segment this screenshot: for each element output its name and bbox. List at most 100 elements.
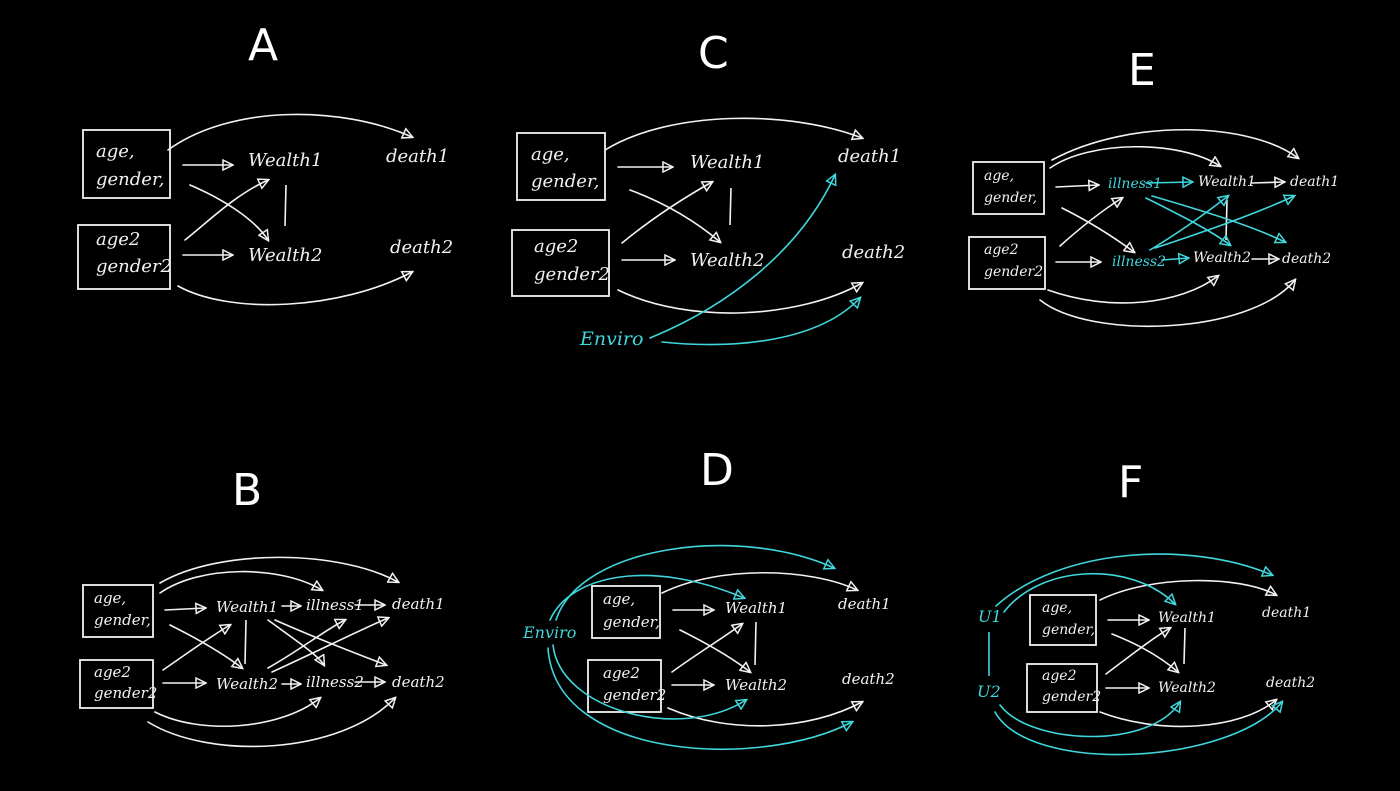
panel-e-edge-box1-wealth1 xyxy=(1049,145,1220,169)
panel-a-wealth-link xyxy=(284,184,287,227)
panel-e-edge-illness2-wealth2 xyxy=(1161,258,1188,260)
panel-d-box-1 xyxy=(591,585,661,639)
panel-b-illness1: illness1 xyxy=(306,596,364,614)
panel-a-gender1: gender, xyxy=(96,169,164,190)
panel-f-edge-u2-wealth2 xyxy=(999,702,1180,738)
panel-a-death1: death1 xyxy=(386,146,449,167)
panel-a-wealth2: Wealth2 xyxy=(248,245,322,266)
panel-a-age2: age2 xyxy=(96,229,140,250)
panel-f-box-1 xyxy=(1029,594,1097,646)
panel-c-wealth-link xyxy=(729,187,732,226)
panel-c-enviro: Enviro xyxy=(579,328,643,350)
panel-f-edge-u1-wealth1 xyxy=(1003,572,1175,613)
panel-c-age1: age, xyxy=(531,144,570,165)
panel-d-gender1: gender, xyxy=(603,613,660,631)
panel-d-death1: death1 xyxy=(838,595,891,613)
panel-d-wealth1: Wealth1 xyxy=(725,599,787,617)
panel-b-edge-box2-wealth1 xyxy=(162,625,230,671)
panel-e-gender1: gender, xyxy=(984,190,1037,206)
panel-f-box-2 xyxy=(1026,663,1098,713)
panel-f: F age, gender, age2 gender2 Wealth1 Weal… xyxy=(977,457,1315,756)
panel-e-edge-box1-illness1 xyxy=(1055,185,1098,187)
panel-e-edge-box2-death2 xyxy=(1039,280,1295,328)
panel-d-edge-box2-death2 xyxy=(667,702,862,727)
panel-c-age2: age2 xyxy=(534,236,578,257)
panel-f-u1: U1 xyxy=(978,607,1002,626)
panel-e-gender2: gender2 xyxy=(984,264,1043,280)
panel-e-edge-wealth1-death1 xyxy=(1251,182,1284,183)
panel-a-letter: A xyxy=(248,20,278,71)
panel-f-edge-u2-death2 xyxy=(994,702,1282,756)
panel-f-edge-box1-wealth2 xyxy=(1111,633,1178,672)
panel-c-gender1: gender, xyxy=(531,171,599,192)
panel-b-letter: B xyxy=(232,465,262,516)
panel-d-gender2: gender2 xyxy=(603,686,666,704)
panel-e-wealth-link xyxy=(1225,199,1228,241)
panel-a-box-2 xyxy=(77,224,171,290)
panel-c-box-1 xyxy=(516,132,606,201)
panel-d: D age, gender, age2 gender2 Wealth1 Weal… xyxy=(522,445,895,750)
panel-f-u2: U2 xyxy=(977,682,1001,701)
panel-d-edge-enviro-wealth1 xyxy=(549,574,744,621)
panel-d-edge-box1-wealth2 xyxy=(679,629,750,672)
panel-e-wealth1: Wealth1 xyxy=(1198,174,1256,190)
panel-a-edge-box2-death2 xyxy=(177,272,412,306)
panel-b-illness2: illness2 xyxy=(306,673,364,691)
panel-c-edge-box2-death2 xyxy=(617,283,862,314)
panel-b-wealth2: Wealth2 xyxy=(216,675,278,693)
panel-c-edge-enviro-death2 xyxy=(661,298,860,346)
panel-b-gender1: gender, xyxy=(94,611,151,629)
panel-f-age2: age2 xyxy=(1042,668,1077,684)
panel-e-edge-box2-illness1 xyxy=(1059,198,1122,247)
panel-b-edge-box2-illness2 xyxy=(154,698,320,728)
panel-b-death2: death2 xyxy=(392,673,445,691)
panel-b: B age, gender, age2 gender2 Wealth1 Weal… xyxy=(79,465,445,748)
panel-e-box-2 xyxy=(968,236,1046,290)
panel-b-wealth1: Wealth1 xyxy=(216,598,278,616)
panel-c-death2: death2 xyxy=(842,242,905,263)
panel-a-death2: death2 xyxy=(390,237,453,258)
panel-a: A age, gender, age2 gender2 Wealth1 Weal… xyxy=(77,20,453,306)
panel-a-wealth1: Wealth1 xyxy=(248,150,322,171)
panel-c-death1: death1 xyxy=(838,146,901,167)
panel-b-box-2 xyxy=(79,659,154,709)
panel-e-age2: age2 xyxy=(984,242,1019,258)
panel-d-edge-enviro-death1 xyxy=(555,544,834,621)
panel-c-wealth2: Wealth2 xyxy=(690,250,764,271)
panel-d-age1: age, xyxy=(603,590,635,608)
panel-a-edge-box1-wealth2 xyxy=(189,184,268,240)
panel-d-enviro: Enviro xyxy=(522,623,576,642)
panel-f-death2: death2 xyxy=(1266,675,1315,691)
panel-c-gender2: gender2 xyxy=(534,264,610,285)
panel-c-edge-box2-wealth1 xyxy=(621,182,712,244)
panel-d-wealth2: Wealth2 xyxy=(725,676,787,694)
panel-f-gender2: gender2 xyxy=(1042,689,1101,705)
panel-c-edge-box1-wealth2 xyxy=(629,189,720,242)
panel-f-age1: age, xyxy=(1042,600,1072,616)
panel-b-edge-box1-illness1 xyxy=(159,570,322,594)
panel-c-edge-box1-death1 xyxy=(604,117,862,151)
panel-e-death1: death1 xyxy=(1290,174,1339,190)
panel-b-edge-wealth2-death1 xyxy=(271,618,388,673)
panel-f-death1: death1 xyxy=(1262,605,1311,621)
panel-f-gender1: gender, xyxy=(1042,622,1095,638)
panel-e-age1: age, xyxy=(984,168,1014,184)
panel-d-edge-box1-death1 xyxy=(661,572,857,594)
panel-a-gender2: gender2 xyxy=(96,256,172,277)
panel-e-death2: death2 xyxy=(1282,251,1331,267)
panel-d-age2: age2 xyxy=(603,664,640,682)
panel-e-wealth2: Wealth2 xyxy=(1193,250,1251,266)
panel-b-edge-box1-death1 xyxy=(159,556,398,584)
panel-b-box-1 xyxy=(82,584,154,638)
panel-f-edge-box1-death1 xyxy=(1099,579,1276,601)
panel-f-wealth-link xyxy=(1183,627,1186,665)
panel-b-gender2: gender2 xyxy=(94,684,157,702)
panel-b-wealth-link xyxy=(244,619,247,665)
panel-d-death2: death2 xyxy=(842,670,895,688)
panel-b-edge-wealth1-illness2 xyxy=(267,619,324,665)
panel-e-edge-box1-illness2 xyxy=(1061,207,1134,252)
panel-b-edge-wealth1-death2 xyxy=(274,619,386,665)
panel-e-edge-illness2-death1 xyxy=(1154,196,1294,249)
panel-b-death1: death1 xyxy=(392,595,445,613)
